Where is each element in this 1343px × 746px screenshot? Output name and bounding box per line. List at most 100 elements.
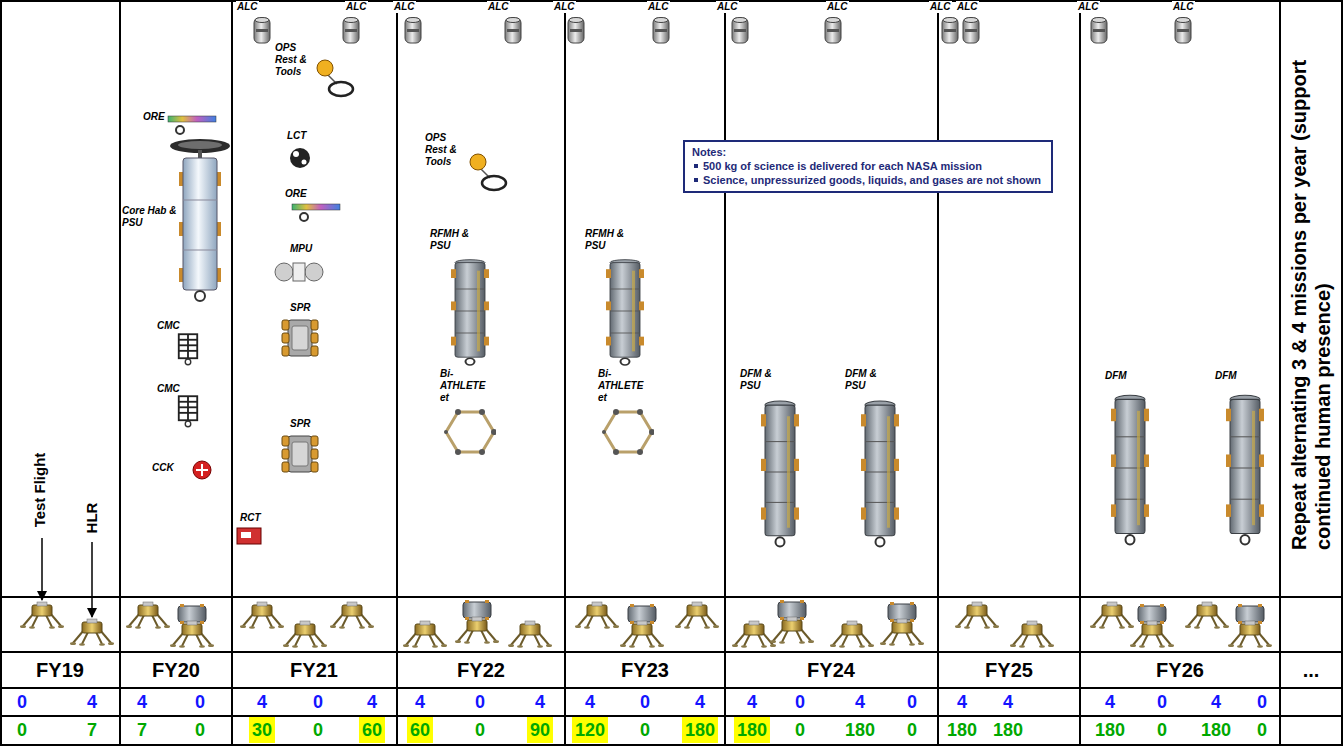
notes-item: Science, unpressurized goods, liquids, a… — [692, 173, 1043, 187]
fiscal-year: FY23 — [621, 655, 669, 685]
lander-icon — [126, 602, 170, 629]
payload-label: DFM & PSU — [845, 368, 885, 392]
payload-label: SPR — [290, 302, 311, 314]
rct-icon — [237, 528, 261, 544]
art-part — [305, 263, 323, 281]
ops-icon — [470, 154, 506, 190]
carrier-label: ALC — [956, 1, 979, 13]
surface-days: 180 — [734, 717, 770, 743]
lander-icon — [330, 602, 374, 629]
payload-label: CMC — [157, 383, 180, 395]
payload-label: Bi-ATHLETE et — [598, 368, 648, 404]
module-icon — [606, 260, 644, 365]
art-part — [937, 0, 939, 746]
leader-line — [91, 542, 93, 617]
art-part — [1079, 0, 1081, 746]
ops-icon — [317, 60, 353, 96]
carrier-label: ALC — [393, 1, 416, 13]
carrier-label: ALC — [345, 1, 368, 13]
art-part — [119, 0, 121, 746]
canisters — [254, 18, 1191, 44]
mpu-icon — [275, 263, 323, 281]
lander-icon — [508, 621, 552, 648]
mission-crew-count: 0 — [1154, 689, 1170, 715]
mission-crew-count: 4 — [1208, 689, 1224, 715]
surface-days: 60 — [359, 717, 385, 743]
mission-crew-count: 0 — [14, 689, 30, 715]
fiscal-year: FY21 — [290, 655, 338, 685]
lander-icon — [240, 602, 284, 629]
lander-icon — [20, 602, 64, 629]
canister-icon — [942, 18, 958, 44]
module-icon — [761, 401, 799, 546]
art-part — [183, 250, 217, 251]
carrier-label: ALC — [236, 1, 259, 13]
notes-heading: Notes: — [692, 145, 1043, 159]
athlete-icon — [602, 409, 655, 455]
canister-icon — [1175, 18, 1191, 44]
payload-label: CMC — [157, 320, 180, 332]
art-part — [231, 0, 233, 746]
canister-icon — [343, 18, 359, 44]
art-part — [0, 596, 1343, 598]
cargo-lander-icon — [1228, 604, 1272, 648]
surface-days: 180 — [1198, 717, 1234, 743]
fiscal-year: FY25 — [985, 655, 1033, 685]
carrier-label: ALC — [553, 1, 576, 13]
rover-icon — [282, 320, 318, 356]
surface-days: 0 — [192, 717, 208, 743]
surface-days: 180 — [990, 717, 1026, 743]
mission-crew-count: 0 — [637, 689, 653, 715]
mission-crew-count: 4 — [134, 689, 150, 715]
art-part — [396, 0, 398, 746]
carrier-label: ALC — [647, 1, 670, 13]
canister-icon — [505, 18, 521, 44]
ore-icon — [168, 116, 340, 221]
canister-icon — [1091, 18, 1107, 44]
cargo-lander-icon — [620, 604, 664, 648]
fiscal-year: ... — [1303, 655, 1320, 685]
fiscal-year: FY24 — [807, 655, 855, 685]
surface-days: 0 — [792, 717, 808, 743]
fiscal-year: FY26 — [1156, 655, 1204, 685]
payload-label: OPS Rest & Tools — [425, 132, 467, 168]
module-icon — [861, 401, 899, 546]
art-part — [293, 151, 299, 157]
repeat-note: Repeat alternating 3 & 4 missions per ye… — [1287, 50, 1335, 550]
mission-crew-count: 4 — [84, 689, 100, 715]
surface-days: 180 — [944, 717, 980, 743]
art-part — [564, 0, 566, 746]
carrier-label: ALC — [826, 1, 849, 13]
module-icon — [1111, 395, 1149, 544]
art-part — [724, 0, 726, 746]
canister-icon — [963, 18, 979, 44]
art-part — [178, 141, 222, 149]
surface-days: 0 — [637, 717, 653, 743]
carrier-label: ALC — [1077, 1, 1100, 13]
payload-label: RCT — [240, 512, 261, 524]
mission-crew-count: 4 — [852, 689, 868, 715]
carrier-label: ALC — [929, 1, 952, 13]
notes-box: Notes:500 kg of science is delivered for… — [683, 140, 1053, 193]
surface-days: 30 — [249, 717, 275, 743]
mission-crew-count: 4 — [744, 689, 760, 715]
canister-icon — [825, 18, 841, 44]
art-part — [176, 126, 184, 134]
mission-crew-count: 0 — [472, 689, 488, 715]
rover-icon — [282, 436, 318, 472]
art-part — [183, 200, 217, 201]
surface-days: 120 — [572, 717, 608, 743]
canister-icon — [653, 18, 669, 44]
mission-crew-count: 4 — [1102, 689, 1118, 715]
mission-crew-count: 0 — [904, 689, 920, 715]
module-icon — [1226, 395, 1264, 544]
art-part — [201, 464, 203, 476]
lander-icon — [403, 621, 447, 648]
mission-crew-count: 4 — [954, 689, 970, 715]
lct-icon — [290, 148, 310, 168]
art-part — [275, 263, 293, 281]
mission-crew-count: 4 — [254, 689, 270, 715]
payload-label: Bi-ATHLETE et — [440, 368, 490, 404]
